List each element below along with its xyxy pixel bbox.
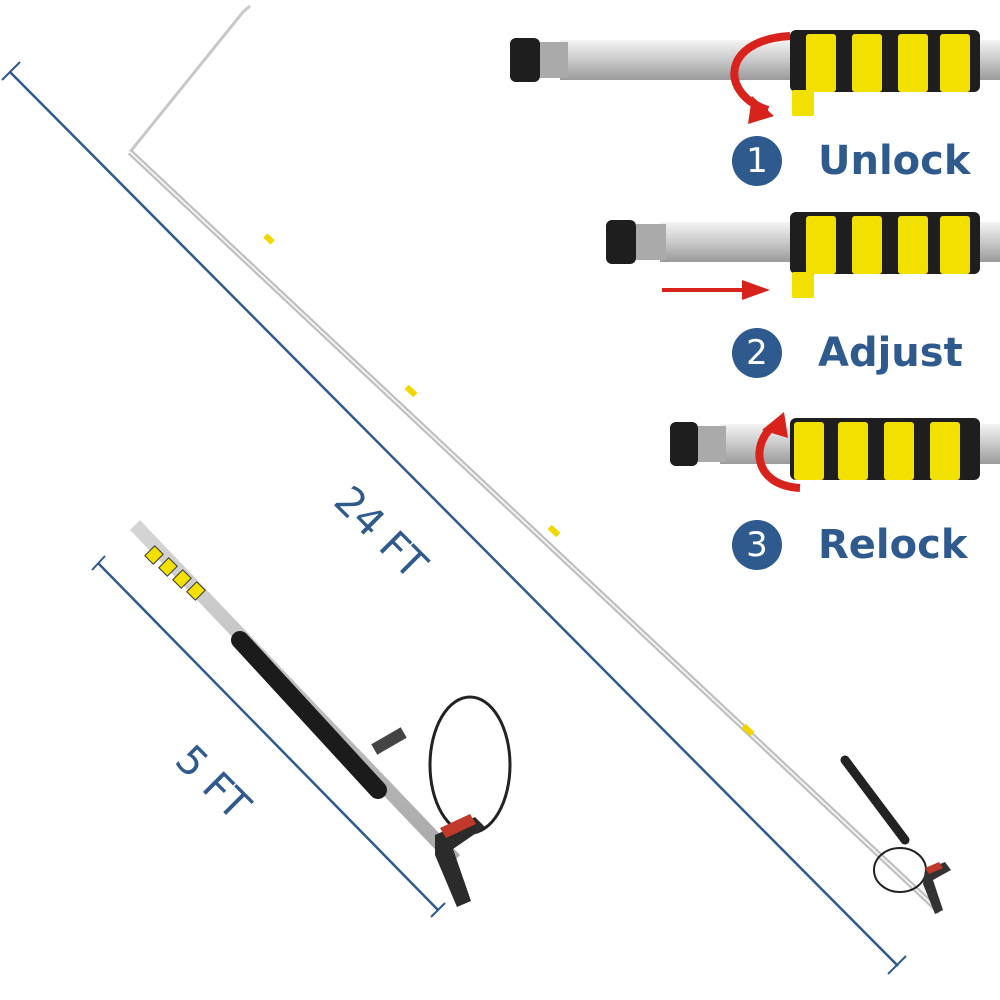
step-number-badge: 1 <box>732 136 782 186</box>
step-unlock: 1 Unlock <box>732 136 970 186</box>
collapsed-pole <box>129 520 512 907</box>
step-number-badge: 2 <box>732 328 782 378</box>
detail-unlock <box>510 30 1000 124</box>
step-number-badge: 3 <box>732 520 782 570</box>
step-relock: 3 Relock <box>732 520 967 570</box>
step-label: Unlock <box>818 138 971 184</box>
step-label: Relock <box>818 522 968 568</box>
detail-relock <box>670 412 1000 492</box>
step-adjust: 2 Adjust <box>732 328 963 378</box>
extended-pole <box>127 4 951 915</box>
short-dimension-arrow <box>91 555 446 918</box>
detail-adjust <box>606 212 1000 300</box>
long-dimension-arrow <box>1 61 907 975</box>
step-label: Adjust <box>818 330 963 376</box>
